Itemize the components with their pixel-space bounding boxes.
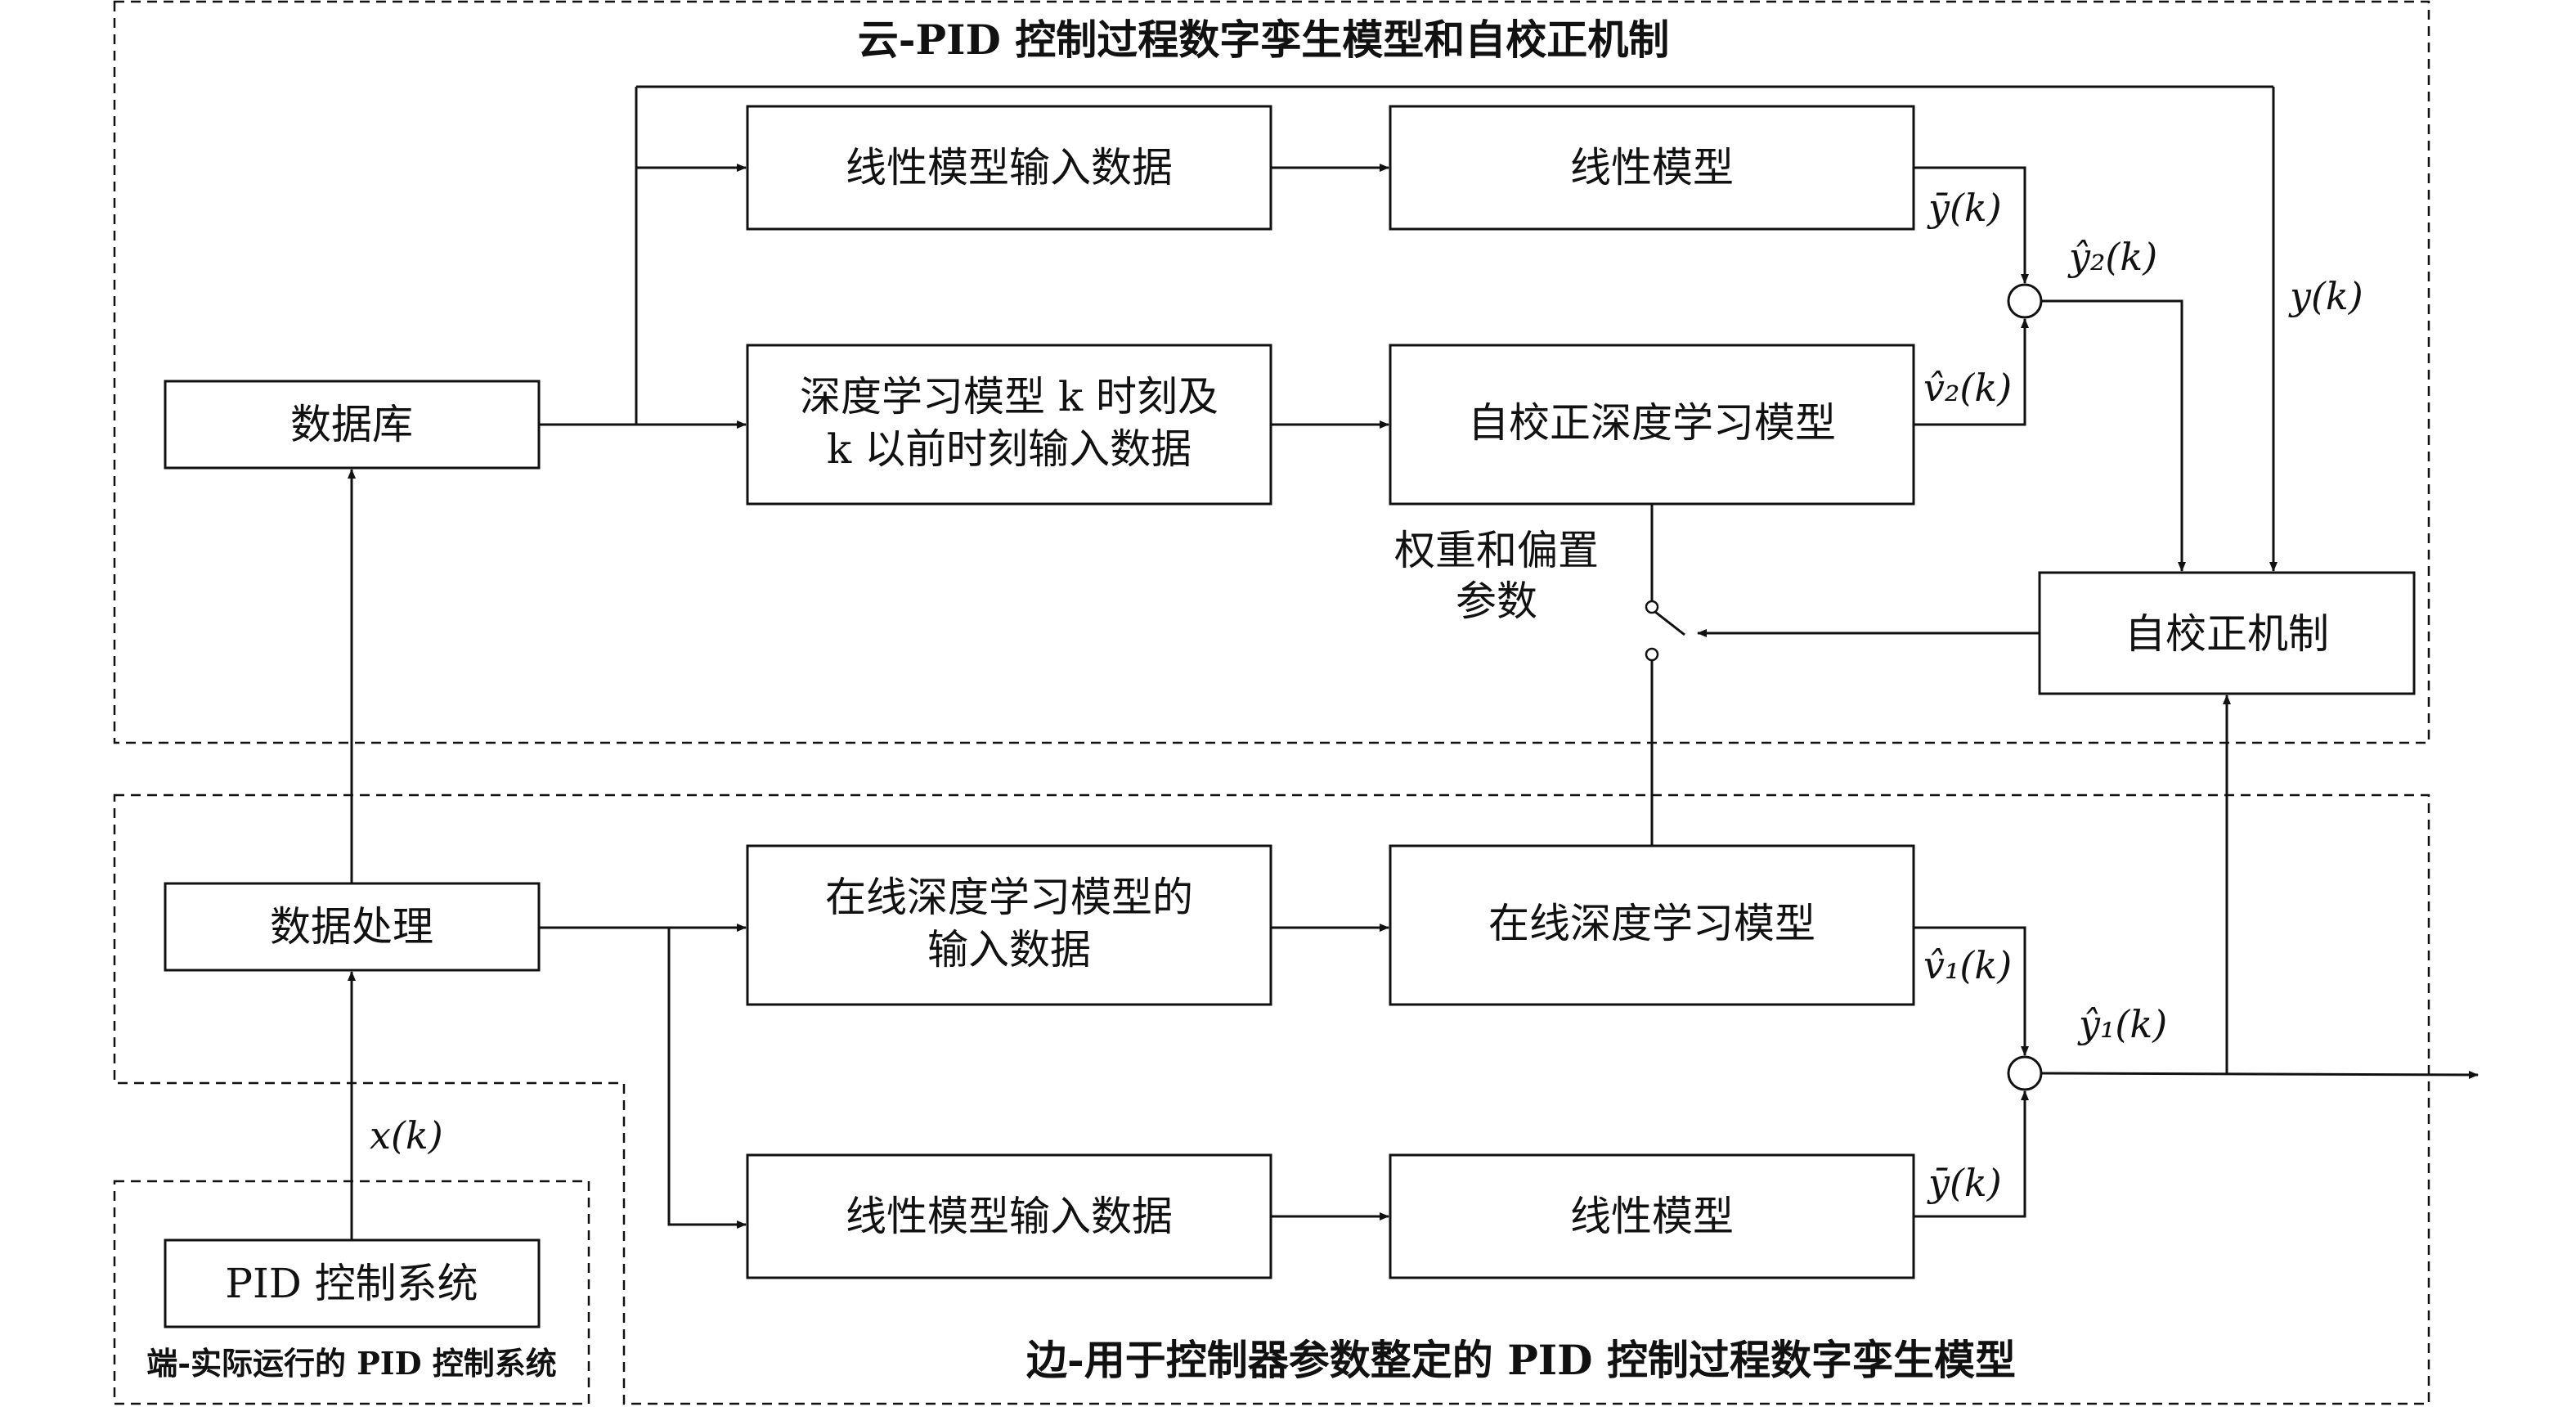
cloud-dl-to-sum <box>1914 318 2029 426</box>
weights-label-line1: 权重和偏置 <box>1394 527 1599 574</box>
cloud-linear-to-sum <box>1914 166 2029 284</box>
self-correct-mechanism-label: 自校正机制 <box>2125 610 2329 658</box>
switch-blade <box>1654 610 1685 636</box>
end-region-title: 端-实际运行的 PID 控制系统 <box>146 1345 557 1382</box>
cloud-summing-junction <box>2007 283 2043 319</box>
x-signal: x(k) <box>370 1113 443 1158</box>
edge-region-title: 边-用于控制器参数整定的 PID 控制过程数字孪生模型 <box>1026 1336 2016 1384</box>
self-correct-dl-model-label: 自校正深度学习模型 <box>1468 399 1836 447</box>
online-input-label-line2: 输入数据 <box>927 926 1091 973</box>
ybar-edge-signal: ȳ(k) <box>1927 1161 2002 1205</box>
v2-signal: v̂₂(k) <box>1923 366 2012 410</box>
y-signal: y(k) <box>2288 274 2363 318</box>
weights-label-line2: 参数 <box>1456 578 1537 625</box>
online-dl-to-sum <box>1914 926 2029 1056</box>
data-processing-block <box>164 882 541 972</box>
switch-top-contact <box>1645 600 1659 614</box>
v1-signal: v̂₁(k) <box>1923 943 2012 987</box>
cloud-region <box>113 0 2430 744</box>
arrow-to-edge-linear-input <box>667 928 747 1229</box>
cloud-region-title: 云-PID 控制过程数字孪生模型和自校正机制 <box>858 16 1670 64</box>
dl-input-block <box>746 344 1272 506</box>
data-processing-label: 数据处理 <box>270 903 433 951</box>
cloud-linear-input-label: 线性模型输入数据 <box>846 144 1173 191</box>
cloud-linear-model-label: 线性模型 <box>1570 144 1734 191</box>
online-dl-model-block <box>1389 844 1915 1006</box>
y1-signal: ŷ₁(k) <box>2077 1002 2167 1046</box>
y1-output-arrow <box>2040 1070 2479 1079</box>
self-correct-dl-model-block <box>1389 344 1915 506</box>
online-dl-model-label: 在线深度学习模型 <box>1488 900 1815 947</box>
cloud-linear-model-block <box>1389 105 1915 231</box>
dl-input-label-line2: k 以前时刻输入数据 <box>827 425 1192 473</box>
y2-signal: ŷ₂(k) <box>2067 235 2157 279</box>
database-label: 数据库 <box>290 401 413 448</box>
y2-to-mechanism <box>2041 299 2186 572</box>
edge-linear-input-label: 线性模型输入数据 <box>846 1193 1173 1240</box>
database-block <box>164 380 541 470</box>
dl-input-label-line1: 深度学习模型 k 时刻及 <box>800 373 1218 420</box>
ybar-cloud-signal: ȳ(k) <box>1927 186 2002 230</box>
pid-system-label: PID 控制系统 <box>225 1260 478 1307</box>
edge-linear-model-label: 线性模型 <box>1570 1193 1734 1240</box>
online-input-label-line1: 在线深度学习模型的 <box>825 874 1193 921</box>
online-input-block <box>746 844 1272 1006</box>
edge-summing-junction <box>2007 1055 2043 1091</box>
edge-linear-model-block <box>1389 1153 1915 1279</box>
edge-linear-to-sum <box>1914 1090 2029 1218</box>
edge-linear-input-block <box>746 1153 1272 1279</box>
edge-region <box>113 793 2430 1405</box>
switch-bottom-contact <box>1645 647 1659 662</box>
